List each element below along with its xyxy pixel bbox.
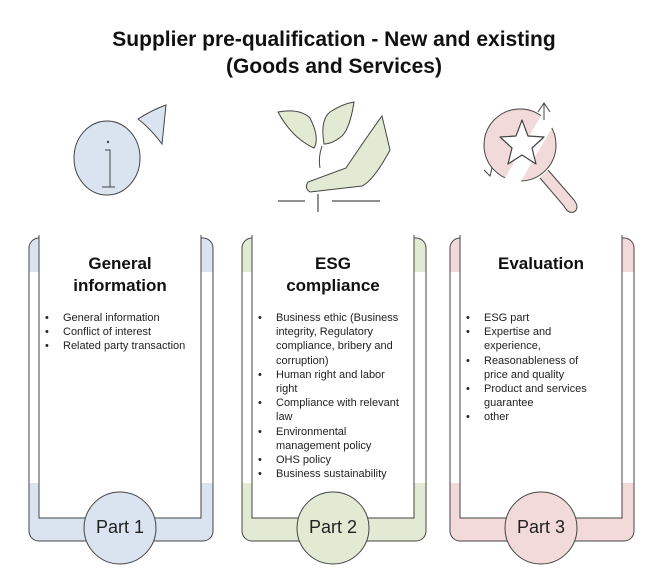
list-item: Business ethic (Business integrity, Regu… (256, 311, 406, 368)
list-item: Business sustainability (256, 467, 406, 481)
star-search-icon (483, 100, 578, 213)
column-heading: General information (39, 253, 201, 297)
bullet-list: ESG part Expertise and experience, Reaso… (464, 311, 596, 425)
column-evaluation: Evaluation ESG part Expertise and experi… (448, 235, 638, 580)
list-item: Product and services guarantee (464, 382, 596, 410)
part-label: Part 2 (308, 517, 358, 537)
list-item: Compliance with relevant law (256, 396, 406, 424)
diagram-title: Supplier pre-qualification - New and exi… (0, 26, 668, 80)
column-esg-compliance: ESG compliance Business ethic (Business i… (240, 235, 430, 580)
list-item: Expertise and experience, (464, 325, 596, 353)
list-item: OHS policy (256, 453, 406, 467)
heading-line: Evaluation (498, 254, 584, 273)
column-heading: ESG compliance (252, 253, 414, 297)
plant-hand-icon (277, 101, 391, 212)
title-line-1: Supplier pre-qualification - New and exi… (112, 28, 556, 51)
list-item: Environmental management policy (256, 425, 406, 453)
list-item: other (464, 410, 596, 424)
list-item: Conflict of interest (43, 325, 201, 339)
bullet-list: Business ethic (Business integrity, Regu… (256, 311, 406, 482)
list-item: Related party transaction (43, 339, 201, 353)
list-item: Reasonableness of price and quality (464, 354, 596, 382)
title-line-2: (Goods and Services) (226, 55, 442, 78)
heading-line: ESG (315, 254, 351, 273)
info-icon (73, 104, 167, 196)
bullet-list: General information Conflict of interest… (43, 311, 201, 354)
column-general-information: General information General information C… (27, 235, 217, 580)
heading-line: compliance (286, 276, 380, 295)
list-item: General information (43, 311, 201, 325)
list-item: ESG part (464, 311, 596, 325)
part-label: Part 1 (95, 517, 145, 537)
heading-line: General (88, 254, 152, 273)
list-item: Human right and labor right (256, 368, 406, 396)
heading-line: information (73, 276, 167, 295)
column-heading: Evaluation (460, 253, 622, 275)
part-label: Part 3 (516, 517, 566, 537)
